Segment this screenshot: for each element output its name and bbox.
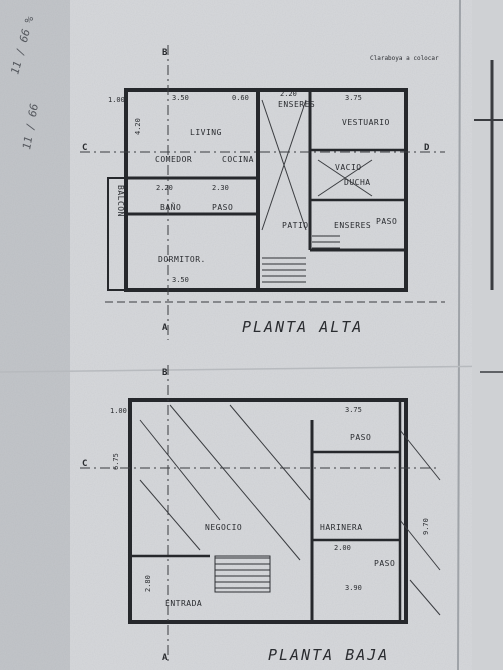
room-label-enseres: ENSERES bbox=[334, 221, 371, 230]
room-label-bano: BAÑO bbox=[160, 202, 181, 212]
dim-upper-375: 3.75 bbox=[345, 94, 362, 102]
dim-lower-675: 6.75 bbox=[112, 453, 120, 470]
dim-lower-200: 2.00 bbox=[334, 544, 351, 552]
paper-crease bbox=[0, 365, 503, 373]
room-label-entrada: ENTRADA bbox=[165, 599, 202, 608]
room-label-paso: PASO bbox=[212, 203, 233, 212]
room-label-paso-right: PASO bbox=[376, 217, 397, 226]
room-label-patio: PATIO bbox=[282, 221, 309, 230]
upper-stair bbox=[262, 235, 340, 283]
upper-patio-diagonal-2 bbox=[261, 99, 307, 231]
axis-a-lower: A bbox=[162, 653, 168, 663]
dim-upper-060: 0.60 bbox=[232, 94, 249, 102]
upper-plan-title: PLANTA ALTA bbox=[242, 318, 363, 336]
room-label-vacio: VACIO bbox=[335, 163, 362, 172]
lower-hatching bbox=[139, 404, 441, 616]
lower-floor-plan: NEGOCIO HARINERA PASO PASO ENTRADA 1.00 … bbox=[80, 365, 441, 665]
room-label-ducha: DUCHA bbox=[344, 178, 371, 187]
dim-upper-350b: 3.50 bbox=[172, 276, 189, 284]
room-label-dormitor: DORMITOR. bbox=[158, 255, 206, 264]
dim-lower-375: 3.75 bbox=[345, 406, 362, 414]
axis-b-upper: B bbox=[162, 48, 168, 58]
dim-upper-220: 2.20 bbox=[280, 90, 297, 98]
dim-upper-350: 3.50 bbox=[172, 94, 189, 102]
axis-d-upper: D bbox=[424, 143, 430, 153]
dim-upper-420: 4.20 bbox=[134, 118, 142, 135]
room-label-living: LIVING bbox=[190, 128, 222, 137]
axis-a-upper: A bbox=[162, 323, 168, 333]
room-label-paso-lower-2: PASO bbox=[374, 559, 395, 568]
paper-fold bbox=[457, 0, 461, 670]
lower-plan-title: PLANTA BAJA bbox=[268, 646, 389, 664]
axis-b-lower: B bbox=[162, 368, 168, 378]
room-label-balcon: BALCON bbox=[116, 185, 125, 217]
dim-lower-970: 9.70 bbox=[422, 518, 430, 535]
axis-c-upper: C bbox=[82, 143, 87, 153]
room-label-cocina: COCINA bbox=[222, 155, 254, 164]
upper-balcony bbox=[107, 177, 127, 291]
upper-vacio-diagonal-2 bbox=[317, 159, 373, 197]
room-label-negocio: NEGOCIO bbox=[205, 523, 242, 532]
room-label-enseres-top: ENSERES bbox=[278, 100, 315, 109]
skylight-note: Claraboya a colocar bbox=[370, 55, 439, 62]
axis-c-lower: C bbox=[82, 459, 87, 469]
room-label-comedor: COMEDOR bbox=[155, 155, 192, 164]
neighbor-drawing-edge bbox=[472, 0, 503, 670]
dim-upper-100: 1.00 bbox=[108, 96, 125, 104]
dim-lower-280: 2.80 bbox=[144, 575, 152, 592]
dim-upper-220b: 2.20 bbox=[156, 184, 173, 192]
dim-lower-100: 1.00 bbox=[110, 407, 127, 415]
lower-outer-wall bbox=[128, 398, 408, 624]
upper-floor-plan: COMEDOR COCINA LIVING BAÑO PASO DORMITOR… bbox=[80, 45, 445, 340]
dim-upper-230: 2.30 bbox=[212, 184, 229, 192]
dim-lower-390: 3.90 bbox=[345, 584, 362, 592]
room-label-paso-lower: PASO bbox=[350, 433, 371, 442]
lower-stair bbox=[214, 555, 271, 593]
room-label-harinera: HARINERA bbox=[320, 523, 363, 532]
room-label-vestuario: VESTUARIO bbox=[342, 118, 390, 127]
